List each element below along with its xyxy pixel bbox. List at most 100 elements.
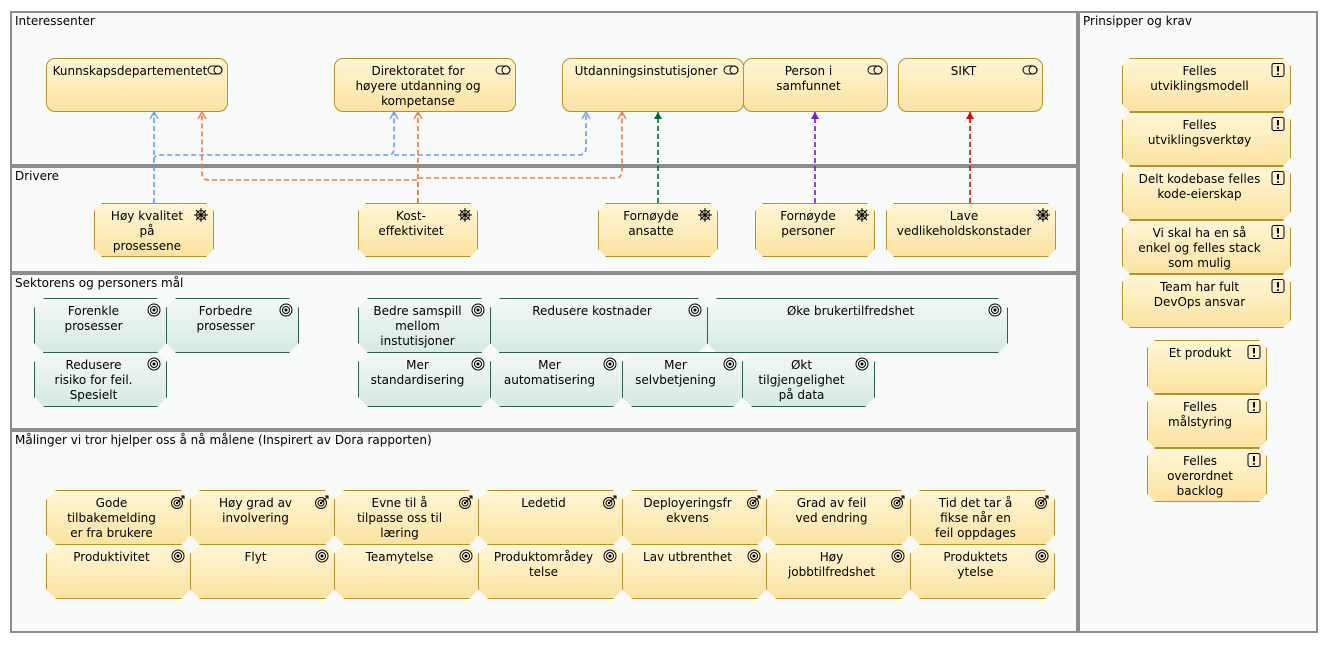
goal-target-icon	[278, 303, 294, 317]
principle-felles-malstyring[interactable]: Felles målstyring	[1147, 394, 1267, 448]
goal-target-icon	[746, 549, 762, 563]
connector-kost-kd	[201, 112, 419, 203]
principle-felles-backlog[interactable]: Felles overordnet backlog	[1147, 448, 1267, 502]
node-label: Mer standardisering	[370, 358, 465, 387]
driver-wheel-icon	[457, 208, 473, 222]
driver-wheel-icon	[193, 208, 209, 222]
outcome-target-arrow-icon	[890, 495, 906, 509]
principle-exclamation-icon	[1246, 453, 1262, 467]
node-label: Teamytelse	[365, 550, 434, 564]
lane-title: Interessenter	[15, 14, 95, 28]
driver-fornoyde-personer[interactable]: Fornøyde personer	[755, 203, 875, 257]
driver-lave-vedlikeholdskostnader[interactable]: Lave vedlikeholdskonstader	[886, 203, 1056, 257]
node-label: Fornøyde personer	[780, 209, 836, 238]
goal-oke-brukertilfredshet[interactable]: Øke brukertilfredshet	[707, 298, 1008, 353]
goal-bedre-samspill[interactable]: Bedre samspill mellom instutisjoner	[358, 298, 491, 353]
principle-exclamation-icon	[1246, 399, 1262, 413]
stakeholder-utdanningsinstitusjoner[interactable]: Utdanningsinstutisjoner	[562, 58, 744, 112]
outcome-evne-tilpasse[interactable]: Evne til å tilpasse oss til læring	[334, 490, 479, 545]
goal-target-icon	[170, 549, 186, 563]
outcome-ledetid[interactable]: Ledetid	[478, 490, 623, 545]
goal-redusere-risiko[interactable]: Redusere risiko for feil. Spesielt	[34, 352, 167, 407]
node-label: Tid det tar å fikse når en feil oppdages	[935, 496, 1016, 540]
node-label: Høy grad av involvering	[218, 496, 293, 525]
stakeholder-icon	[723, 65, 739, 75]
principle-felles-utviklingsverktoy[interactable]: Felles utviklingsverktøy	[1122, 112, 1291, 166]
node-label: Vi skal ha en så enkel og felles stack s…	[1138, 226, 1261, 270]
goal-target-icon	[602, 549, 618, 563]
goal-lav-utbrenthet[interactable]: Lav utbrenthet	[622, 544, 767, 599]
principle-felles-utviklingsmodell[interactable]: Felles utviklingsmodell	[1122, 58, 1291, 112]
driver-fornoyde-ansatte[interactable]: Fornøyde ansatte	[598, 203, 718, 257]
goal-mer-selvbetjening[interactable]: Mer selvbetjening	[622, 352, 743, 407]
goal-okt-tilgjengelighet[interactable]: Økt tilgjengelighet på data	[742, 352, 875, 407]
principle-exclamation-icon	[1270, 171, 1286, 185]
node-label: Produktivitet	[73, 550, 150, 564]
node-label: Felles målstyring	[1168, 400, 1232, 429]
goal-produktets-ytelse[interactable]: Produktets ytelse	[910, 544, 1055, 599]
node-label: Evne til å tilpasse oss til læring	[356, 496, 443, 540]
outcome-tid-fikse-feil[interactable]: Tid det tar å fikse når en feil oppdages	[910, 490, 1055, 545]
stakeholder-kunnskapsdepartementet[interactable]: Kunnskapsdepartementet	[46, 58, 228, 112]
goal-mer-automatisering[interactable]: Mer automatisering	[490, 352, 623, 407]
node-label: SIKT	[950, 64, 977, 78]
node-label: Økt tilgjengelighet på data	[758, 358, 845, 402]
goal-target-icon	[722, 357, 738, 371]
outcome-gode-tilbakemeldinger[interactable]: Gode tilbakemelding er fra brukere	[46, 490, 191, 545]
stakeholder-sikt[interactable]: SIKT	[898, 58, 1043, 112]
node-label: Felles utviklingsmodell	[1150, 64, 1249, 93]
node-label: Bedre samspill mellom instutisjoner	[373, 304, 462, 348]
node-label: Forbedre prosesser	[196, 304, 255, 333]
node-label: Redusere risiko for feil. Spesielt	[54, 358, 133, 402]
principle-exclamation-icon	[1270, 279, 1286, 293]
lane-title: Prinsipper og krav	[1083, 14, 1192, 28]
outcome-grad-av-feil[interactable]: Grad av feil ved endring	[766, 490, 911, 545]
stakeholder-icon	[867, 65, 883, 75]
stakeholder-person-i-samfunnet[interactable]: Person i samfunnet	[743, 58, 888, 112]
principle-devops-ansvar[interactable]: Team har fult DevOps ansvar	[1122, 274, 1291, 328]
goal-produktomradeytelse[interactable]: Produktområdey telse	[478, 544, 623, 599]
goal-target-icon	[470, 357, 486, 371]
outcome-target-arrow-icon	[746, 495, 762, 509]
node-label: Forenkle prosesser	[64, 304, 123, 333]
principle-et-produkt[interactable]: Et produkt	[1147, 340, 1267, 394]
principle-enkel-felles-stack[interactable]: Vi skal ha en så enkel og felles stack s…	[1122, 220, 1291, 274]
lane-title: Målinger vi tror hjelper oss å nå målene…	[15, 433, 432, 447]
node-label: Utdanningsinstutisjoner	[574, 64, 718, 78]
node-label: Deployeringsfr ekvens	[643, 496, 732, 525]
node-label: Team har fult DevOps ansvar	[1153, 280, 1246, 309]
goal-flyt[interactable]: Flyt	[190, 544, 335, 599]
node-label: Høy kvalitet på prosessene	[110, 209, 184, 253]
principle-delt-kodebase[interactable]: Delt kodebase felles kode-eierskap	[1122, 166, 1291, 220]
goal-target-icon	[602, 357, 618, 371]
goal-mer-standardisering[interactable]: Mer standardisering	[358, 352, 491, 407]
driver-wheel-icon	[854, 208, 870, 222]
goal-forbedre-prosesser[interactable]: Forbedre prosesser	[166, 298, 299, 353]
node-label: Høy jobbtilfredshet	[787, 550, 876, 579]
connector-kvalitet-dir	[153, 112, 395, 161]
node-label: Redusere kostnader	[532, 304, 652, 318]
stakeholder-icon	[207, 65, 223, 75]
goal-teamytelse[interactable]: Teamytelse	[334, 544, 479, 599]
principle-exclamation-icon	[1270, 63, 1286, 77]
node-label: Kunnskapsdepartementet	[52, 64, 208, 78]
lane-title: Drivere	[15, 169, 60, 183]
goal-forenkle-prosesser[interactable]: Forenkle prosesser	[34, 298, 167, 353]
principle-exclamation-icon	[1246, 345, 1262, 359]
stakeholder-icon	[1022, 65, 1038, 75]
driver-wheel-icon	[697, 208, 713, 222]
node-label: Direktoratet for høyere utdanning og kom…	[355, 64, 481, 108]
node-label: Grad av feil ved endring	[795, 496, 868, 525]
principle-exclamation-icon	[1270, 117, 1286, 131]
goal-produktivitet[interactable]: Produktivitet	[46, 544, 191, 599]
stakeholder-direktoratet[interactable]: Direktoratet for høyere utdanning og kom…	[334, 58, 516, 112]
node-label: Ledetid	[521, 496, 566, 510]
outcome-deployeringsfrekvens[interactable]: Deployeringsfr ekvens	[622, 490, 767, 545]
goal-redusere-kostnader[interactable]: Redusere kostnader	[490, 298, 708, 353]
driver-hoy-kvalitet[interactable]: Høy kvalitet på prosessene	[94, 203, 214, 257]
driver-kost-effektivitet[interactable]: Kost- effektivitet	[358, 203, 478, 257]
goal-hoy-jobbtilfredshet[interactable]: Høy jobbtilfredshet	[766, 544, 911, 599]
outcome-hoy-grad-involvering[interactable]: Høy grad av involvering	[190, 490, 335, 545]
lane-title: Sektorens og personers mål	[15, 276, 184, 290]
